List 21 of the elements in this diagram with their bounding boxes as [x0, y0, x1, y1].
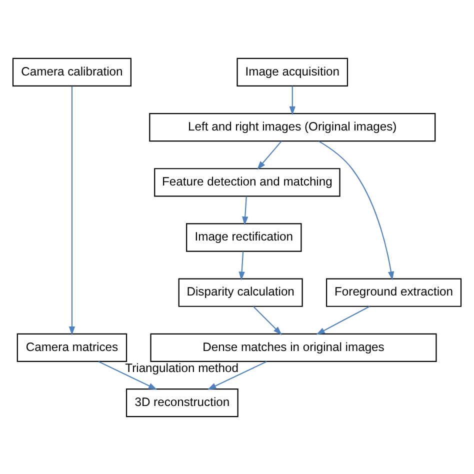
node-box: Feature detection and matching	[154, 168, 340, 196]
node-box: Disparity calculation	[178, 278, 303, 306]
arrow	[289, 86, 296, 115]
arrow	[256, 140, 282, 170]
node-box: Dense matches in original images	[150, 332, 437, 362]
arrow	[253, 306, 282, 335]
node-box: Image rectification	[186, 222, 302, 252]
node-box: Camera matrices	[16, 332, 128, 362]
arrow	[207, 360, 267, 390]
arrow	[242, 196, 248, 225]
node-box: Image acquisition	[236, 57, 348, 86]
node-box: 3D reconstruction	[126, 388, 238, 417]
arrow	[316, 306, 370, 334]
node-box: Camera calibration	[12, 57, 132, 86]
node-box: Left and right images (Original images)	[149, 112, 436, 142]
arrow	[98, 360, 158, 390]
arrow	[318, 140, 394, 280]
arrow	[238, 250, 245, 280]
edge-label: Triangulation method	[125, 360, 238, 374]
arrow	[68, 86, 76, 335]
node-box: Foreground extraction	[326, 278, 462, 306]
